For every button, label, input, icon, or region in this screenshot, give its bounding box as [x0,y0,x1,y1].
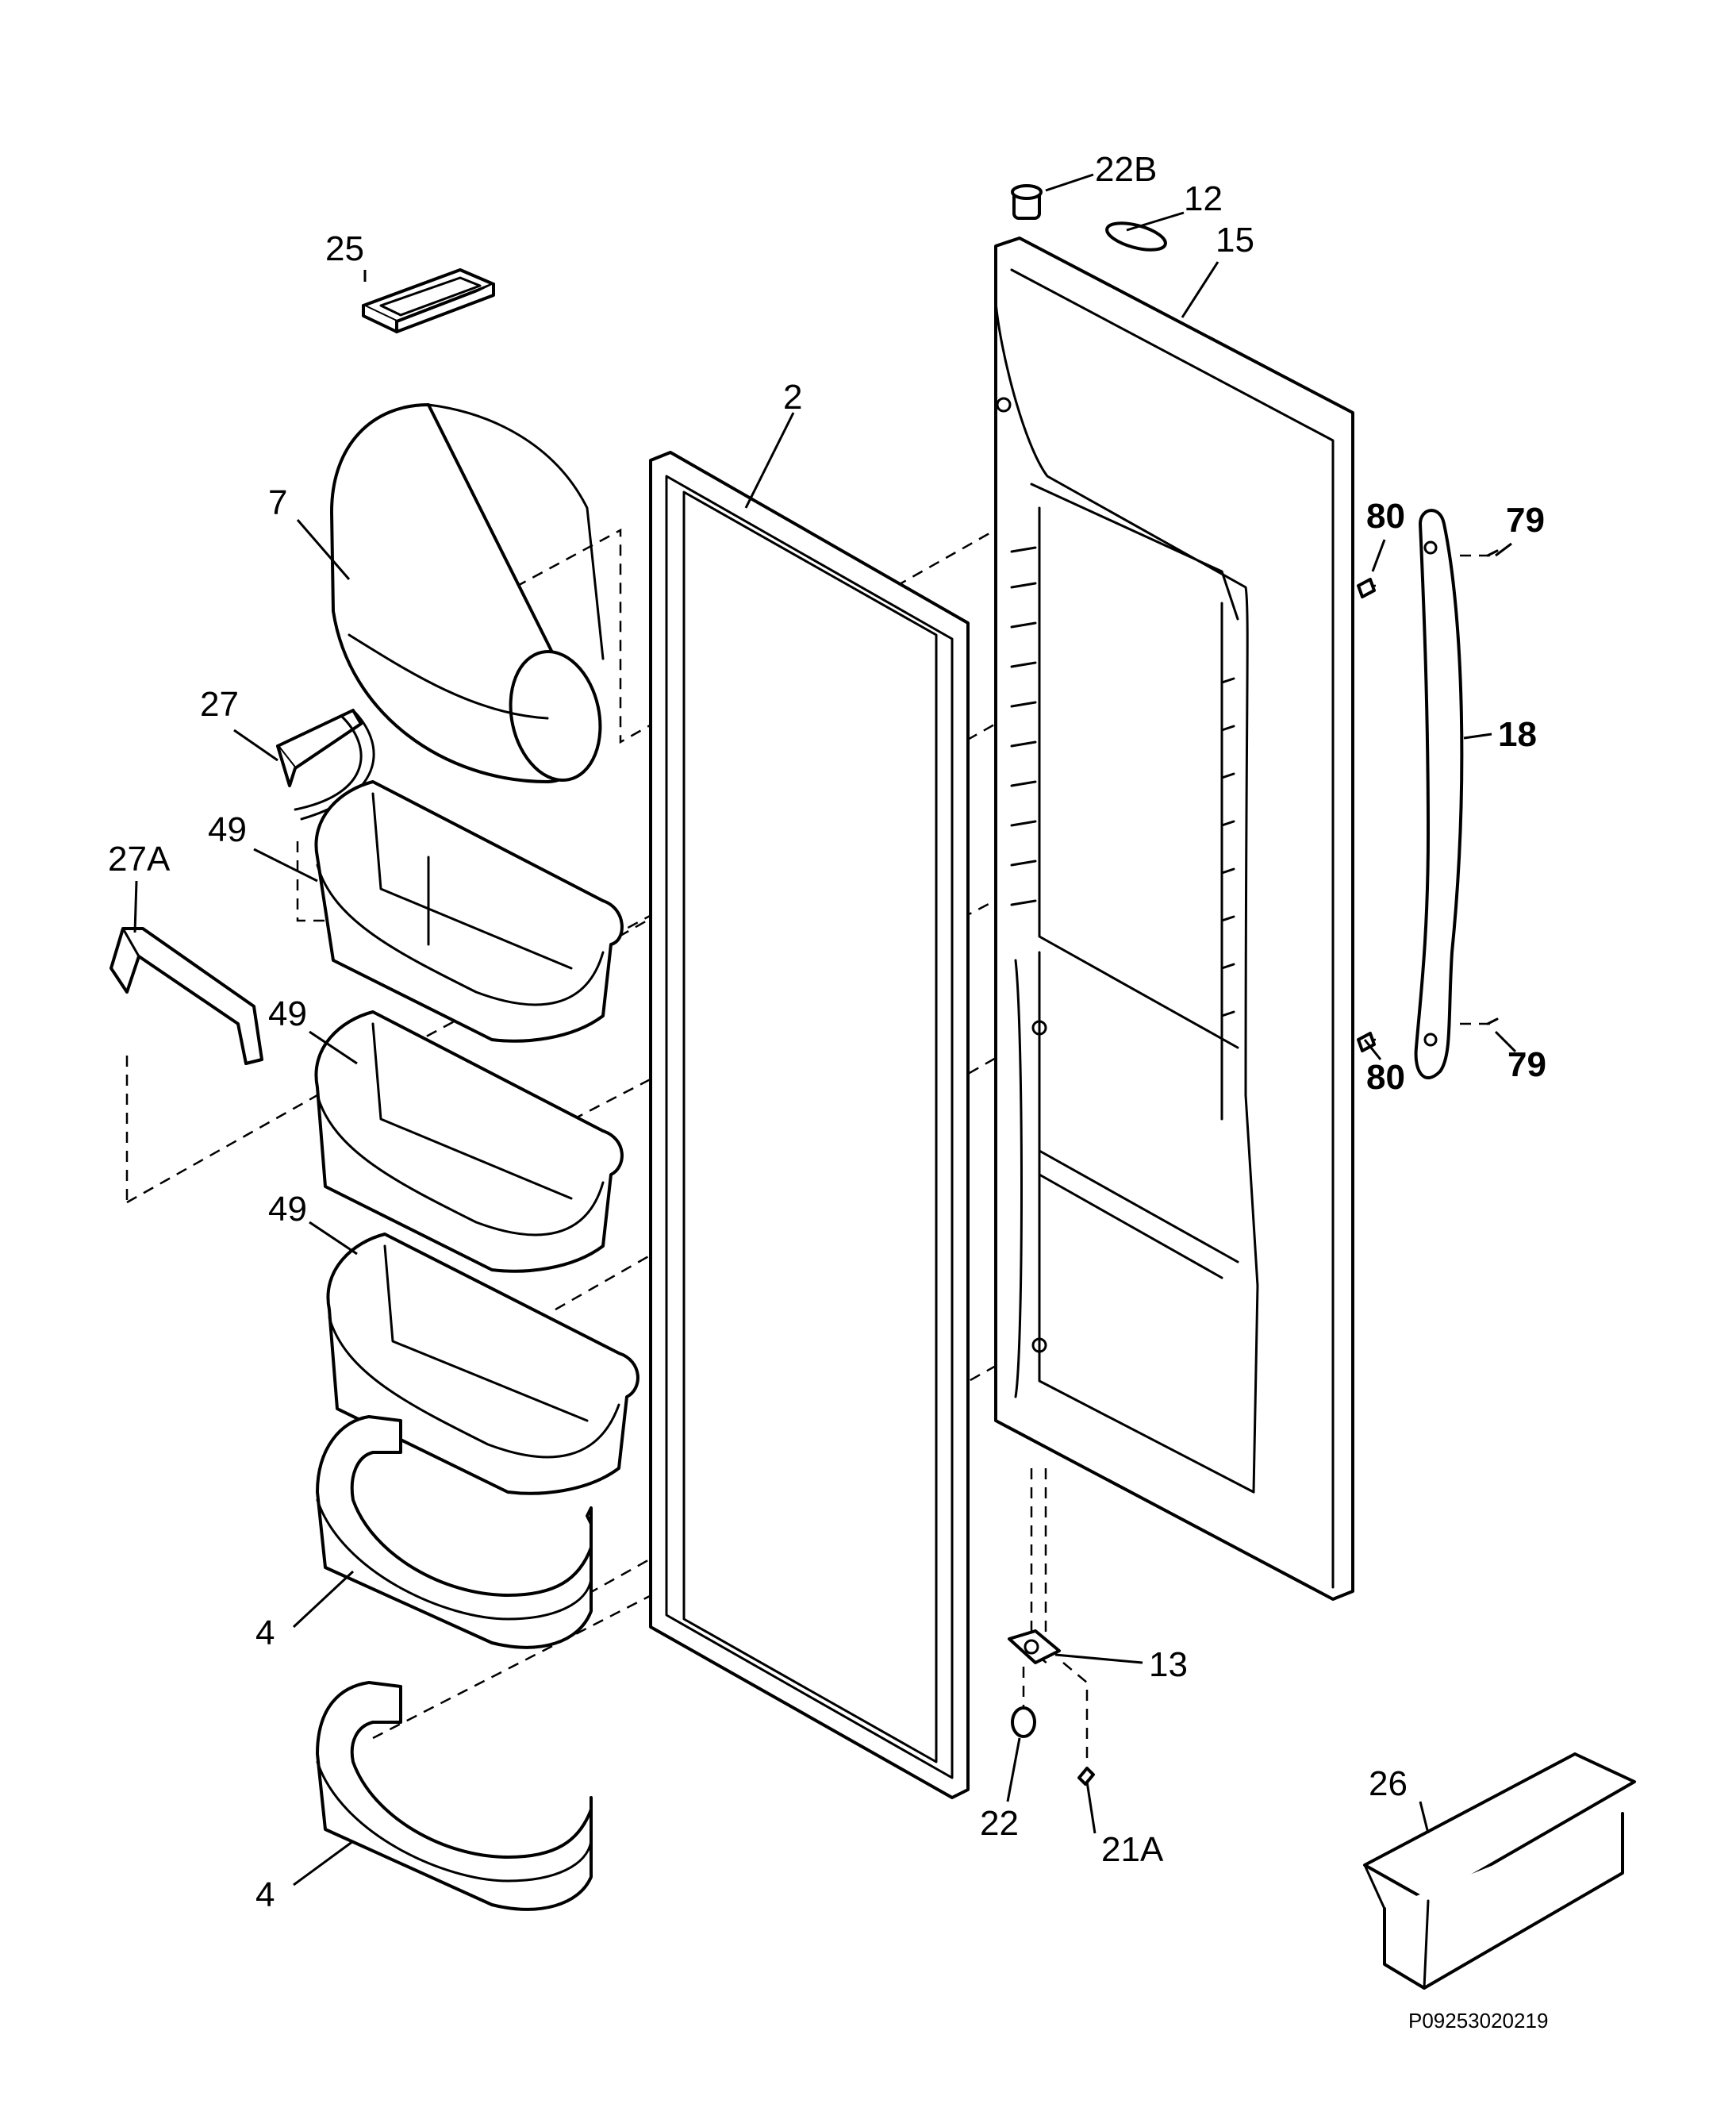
part-12-disc [1105,221,1167,252]
part-18-door-handle [1414,509,1464,1079]
part-21a-screw [1077,1767,1095,1786]
callout-13: 13 [1149,1645,1188,1684]
callout-7: 7 [268,483,287,522]
callout-80-top: 80 [1366,497,1405,536]
callout-79-bottom: 79 [1507,1045,1546,1084]
callout-22: 22 [980,1804,1019,1843]
callout-4-a: 4 [255,1613,275,1652]
callout-80-bottom: 80 [1366,1058,1405,1097]
part-27-clip [276,709,375,821]
callout-15: 15 [1216,221,1254,260]
part-79-screw-top [1486,549,1499,557]
callout-49-a: 49 [208,810,247,849]
part-49-shelf-upper [314,780,624,1043]
part-25-tray [362,268,495,333]
part-4-bin-upper [316,1415,593,1649]
callout-4-b: 4 [255,1875,275,1914]
part-13-hinge [1008,1629,1061,1664]
part-7-cylinder-cover [330,403,605,783]
callout-18: 18 [1498,715,1537,754]
part-80-screw-top [1357,578,1376,598]
callout-12: 12 [1184,179,1223,218]
callout-49-b: 49 [268,994,307,1033]
reference-code: P09253020219 [1408,2009,1548,2033]
part-49-shelf-lower [326,1233,639,1495]
part-22b-plug [1011,184,1043,220]
callout-labels: 22B 12 15 25 2 7 80 79 27 18 49 27A 49 8… [108,150,1548,2033]
callout-26: 26 [1369,1764,1408,1803]
part-26-tray [1363,1752,1636,1990]
callout-27: 27 [200,685,239,724]
part-79-screw-bottom [1486,1017,1499,1025]
callout-27a: 27A [108,840,171,879]
part-2-door-gasket [649,451,970,1799]
callout-leaders [133,173,1517,1886]
callout-49-c: 49 [268,1190,307,1229]
callout-79-top: 79 [1506,501,1545,540]
callout-21a: 21A [1101,1830,1164,1869]
callout-25: 25 [325,229,364,268]
part-22-bushing [1011,1706,1036,1738]
part-4-bin-lower [316,1681,593,1911]
callout-22b: 22B [1095,150,1157,189]
callout-2: 2 [783,378,802,417]
part-49-shelf-middle [314,1010,624,1273]
part-27a-bracket [109,927,263,1065]
part-15-door-liner [994,237,1354,1601]
